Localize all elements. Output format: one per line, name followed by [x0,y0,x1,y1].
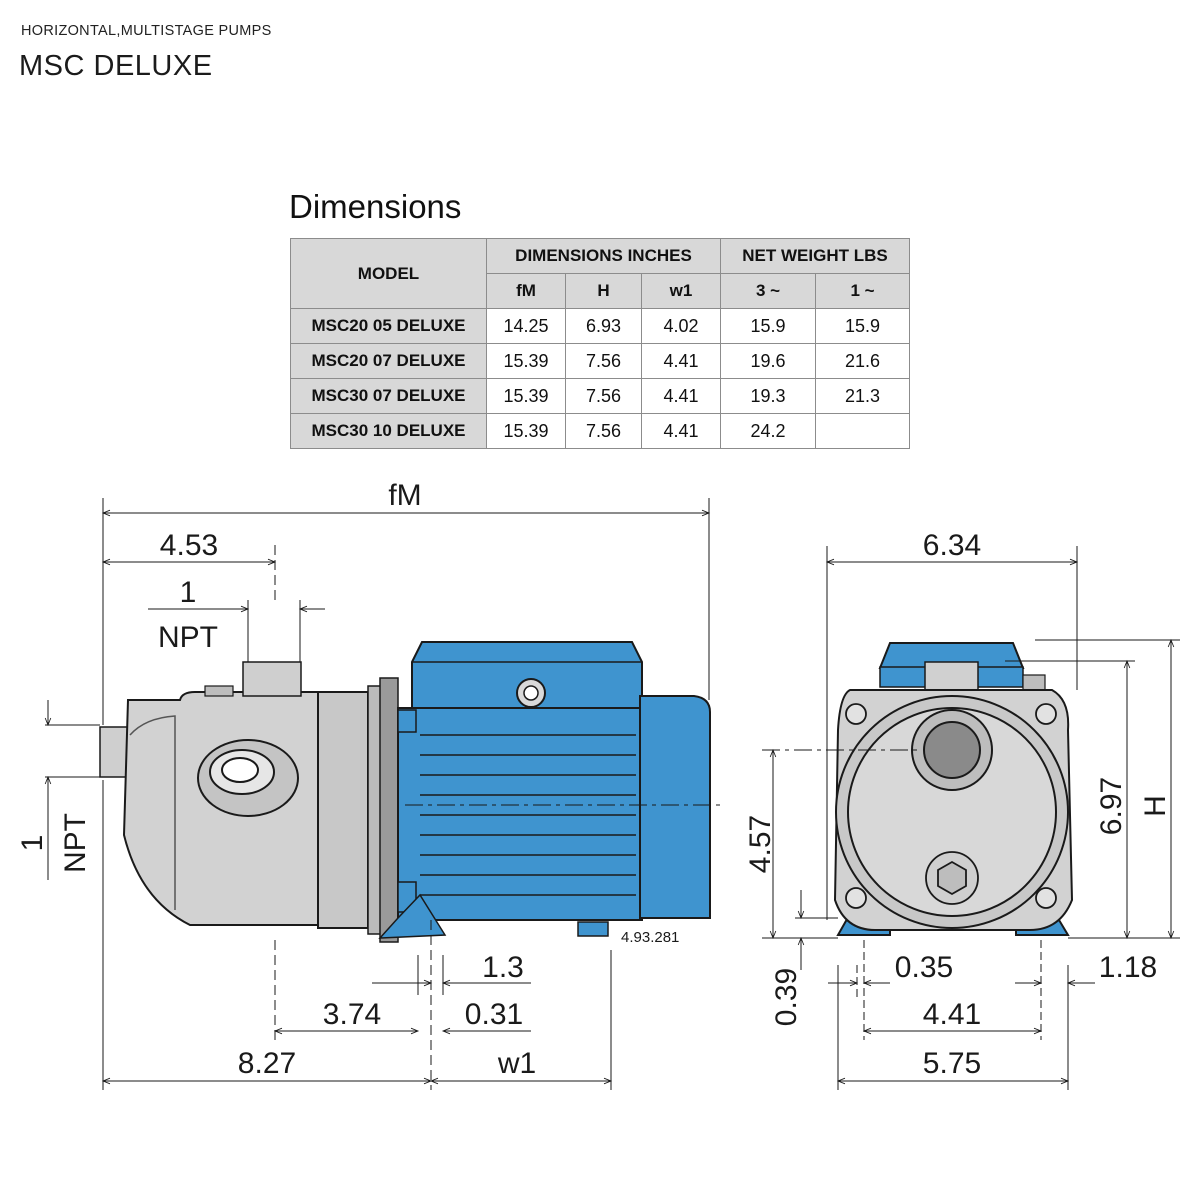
dim-npt-top-number: 1 [180,576,197,609]
cell-weight-three-phase: 15.9 [720,308,816,344]
table-row: MSC30 07 DELUXE 15.39 7.56 4.41 19.3 21.… [290,378,910,414]
dim-npt-left-label: NPT [59,813,92,873]
header-net-weight: NET WEIGHT LBS [720,238,910,274]
header-model: MODEL [290,238,487,309]
dim-4-57: 4.57 [744,815,777,873]
cell-h: 7.56 [565,413,642,449]
cell-model: MSC20 05 DELUXE [290,308,487,344]
cell-fm: 15.39 [486,378,566,414]
cell-model: MSC20 07 DELUXE [290,343,487,379]
cell-w1: 4.41 [641,378,721,414]
dim-3-74: 3.74 [323,998,381,1031]
cell-weight-single-phase [815,413,910,449]
dim-6-34: 6.34 [923,529,981,562]
dim-h: H [1139,795,1172,817]
dim-0-31: 0.31 [465,998,523,1031]
dim-5-75: 5.75 [923,1047,981,1080]
header-w1: w1 [641,273,721,309]
dimensions-table: MODEL DIMENSIONS INCHES NET WEIGHT LBS f… [290,238,910,449]
front-view: 6.34 4.57 6.97 H 0.39 0.35 1.18 [744,529,1180,1090]
motor-foot [378,893,447,939]
side-view: fM 4.53 1 NPT 1 NPT 1.3 3.74 0.3 [16,479,725,1090]
cell-weight-three-phase: 19.3 [720,378,816,414]
cell-fm: 15.39 [486,413,566,449]
cell-weight-single-phase: 21.6 [815,343,910,379]
cell-weight-single-phase: 21.3 [815,378,910,414]
delivery-port [242,661,302,697]
cell-fm: 15.39 [486,343,566,379]
pump-casing [317,691,369,929]
dim-w1: w1 [497,1047,536,1080]
table-row: MSC20 07 DELUXE 15.39 7.56 4.41 19.6 21.… [290,343,910,379]
technical-drawing: fM 4.53 1 NPT 1 NPT 1.3 3.74 0.3 [16,479,1180,1090]
cell-w1: 4.41 [641,413,721,449]
header-fm: fM [486,273,566,309]
flange [379,677,399,943]
category-label: HORIZONTAL,MULTISTAGE PUMPS [21,23,272,39]
dim-0-35: 0.35 [895,951,953,984]
cell-model: MSC30 10 DELUXE [290,413,487,449]
cell-w1: 4.41 [641,343,721,379]
dim-8-27: 8.27 [238,1047,296,1080]
table-row: MSC20 05 DELUXE 14.25 6.93 4.02 15.9 15.… [290,308,910,344]
product-title: MSC DELUXE [19,50,213,82]
dim-4-41: 4.41 [923,998,981,1031]
cell-h: 7.56 [565,378,642,414]
header-single-phase: 1 ~ [815,273,910,309]
cell-weight-three-phase: 24.2 [720,413,816,449]
cell-fm: 14.25 [486,308,566,344]
header-dimensions-inches: DIMENSIONS INCHES [486,238,721,274]
suction-nozzle [99,726,131,778]
dimensions-title: Dimensions [289,188,462,225]
dim-4-53: 4.53 [160,529,218,562]
dim-1-18: 1.18 [1099,951,1157,984]
front-cover [847,707,1057,917]
cell-h: 7.56 [565,343,642,379]
table-row: MSC30 10 DELUXE 15.39 7.56 4.41 24.2 [290,413,910,449]
cell-w1: 4.02 [641,308,721,344]
cell-weight-three-phase: 19.6 [720,343,816,379]
dim-npt-left-number: 1 [16,835,49,852]
fan-cover [639,695,711,919]
motor-body [397,707,643,921]
front-delivery-port [923,721,981,779]
drain-plug [937,860,967,896]
cell-weight-single-phase: 15.9 [815,308,910,344]
cell-model: MSC30 07 DELUXE [290,378,487,414]
header-h: H [565,273,642,309]
dim-0-39: 0.39 [770,968,803,1026]
dim-1-3: 1.3 [482,951,524,984]
header-three-phase: 3 ~ [720,273,816,309]
dim-fm-label: fM [388,479,421,512]
cell-h: 6.93 [565,308,642,344]
dim-npt-top-label: NPT [158,621,218,654]
part-number: 4.93.281 [621,929,679,946]
dim-6-97: 6.97 [1095,777,1128,835]
